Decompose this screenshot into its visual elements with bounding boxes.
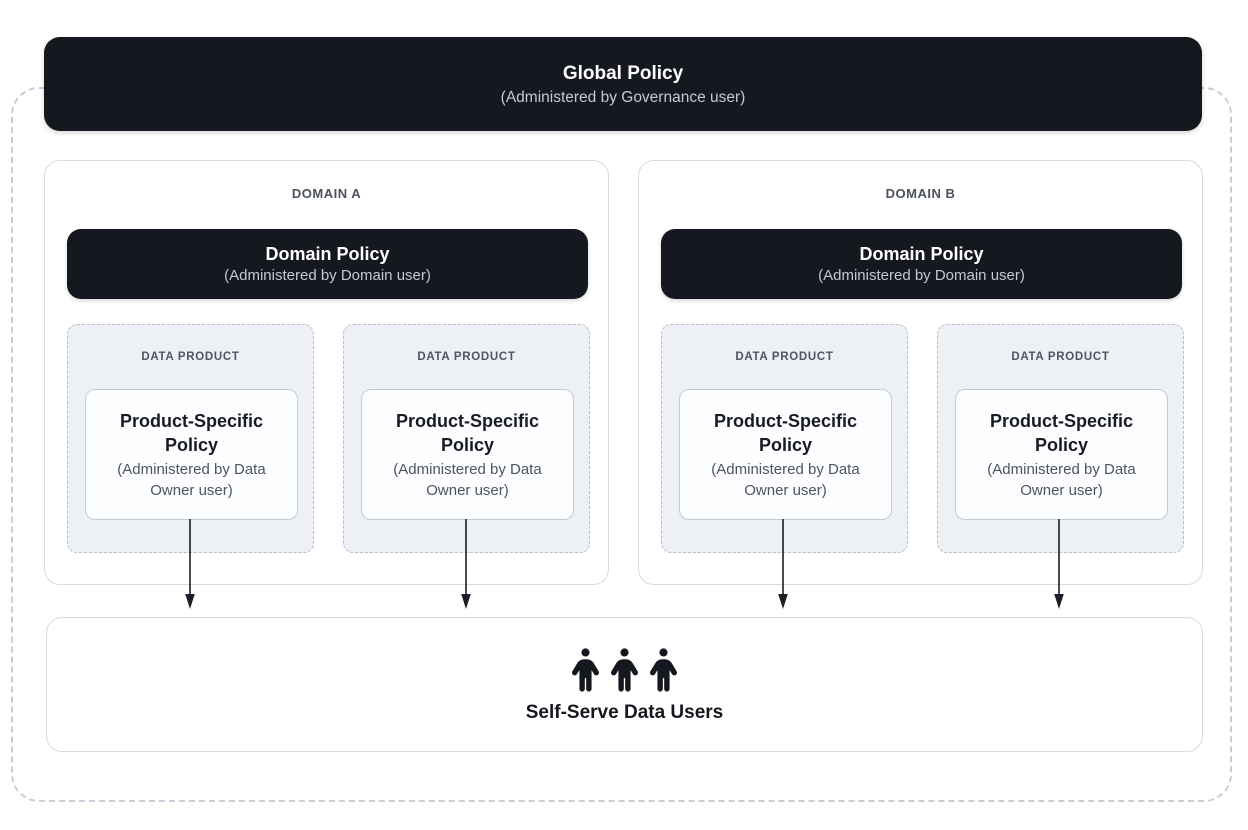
flow-arrow-down	[778, 519, 788, 609]
self-serve-users-box: Self-Serve Data Users	[46, 617, 1203, 752]
flow-arrow-down	[185, 519, 195, 609]
product-policy-title: Product-Specific Policy	[713, 410, 858, 455]
product-policy-subtitle: (Administered by Data Owner user)	[393, 460, 542, 499]
domain-a-container: DOMAIN A Domain Policy (Administered by …	[44, 160, 609, 585]
global-policy-subtitle: (Administered by Governance user)	[500, 88, 746, 106]
domain-b-data-product-2: DATA PRODUCT Product-Specific Policy (Ad…	[937, 324, 1184, 553]
data-product-label: DATA PRODUCT	[141, 351, 240, 363]
global-policy-title: Global Policy	[562, 62, 684, 84]
domain-a-label: DOMAIN A	[291, 186, 362, 201]
domain-b-data-product-1: DATA PRODUCT Product-Specific Policy (Ad…	[661, 324, 908, 553]
domain-a-policy-box: Domain Policy (Administered by Domain us…	[67, 229, 588, 299]
person-icon	[650, 648, 677, 692]
product-policy-subtitle: (Administered by Data Owner user)	[711, 460, 860, 499]
domain-b-container: DOMAIN B Domain Policy (Administered by …	[638, 160, 1203, 585]
product-policy-box: Product-Specific Policy (Administered by…	[955, 389, 1168, 520]
domain-a-policy-title: Domain Policy	[265, 243, 390, 264]
domain-a-policy-subtitle: (Administered by Domain user)	[224, 266, 431, 284]
product-policy-subtitle: (Administered by Data Owner user)	[117, 460, 266, 499]
user-icons-row	[572, 645, 677, 693]
global-policy-box: Global Policy (Administered by Governanc…	[44, 37, 1202, 131]
product-policy-title: Product-Specific Policy	[989, 410, 1134, 455]
data-product-label: DATA PRODUCT	[1011, 351, 1110, 363]
product-policy-box: Product-Specific Policy (Administered by…	[85, 389, 298, 520]
product-policy-box: Product-Specific Policy (Administered by…	[361, 389, 574, 520]
data-product-label: DATA PRODUCT	[417, 351, 516, 363]
person-icon	[572, 648, 599, 692]
domain-b-label: DOMAIN B	[885, 186, 956, 201]
domain-b-policy-subtitle: (Administered by Domain user)	[818, 266, 1025, 284]
flow-arrow-down	[1054, 519, 1064, 609]
data-product-label: DATA PRODUCT	[735, 351, 834, 363]
flow-arrow-down	[461, 519, 471, 609]
domain-b-policy-title: Domain Policy	[859, 243, 984, 264]
person-icon	[611, 648, 638, 692]
product-policy-title: Product-Specific Policy	[395, 410, 540, 455]
self-serve-users-title: Self-Serve Data Users	[525, 702, 724, 723]
product-policy-title: Product-Specific Policy	[119, 410, 264, 455]
product-policy-subtitle: (Administered by Data Owner user)	[987, 460, 1136, 499]
product-policy-box: Product-Specific Policy (Administered by…	[679, 389, 892, 520]
domain-a-data-product-2: DATA PRODUCT Product-Specific Policy (Ad…	[343, 324, 590, 553]
domain-b-policy-box: Domain Policy (Administered by Domain us…	[661, 229, 1182, 299]
